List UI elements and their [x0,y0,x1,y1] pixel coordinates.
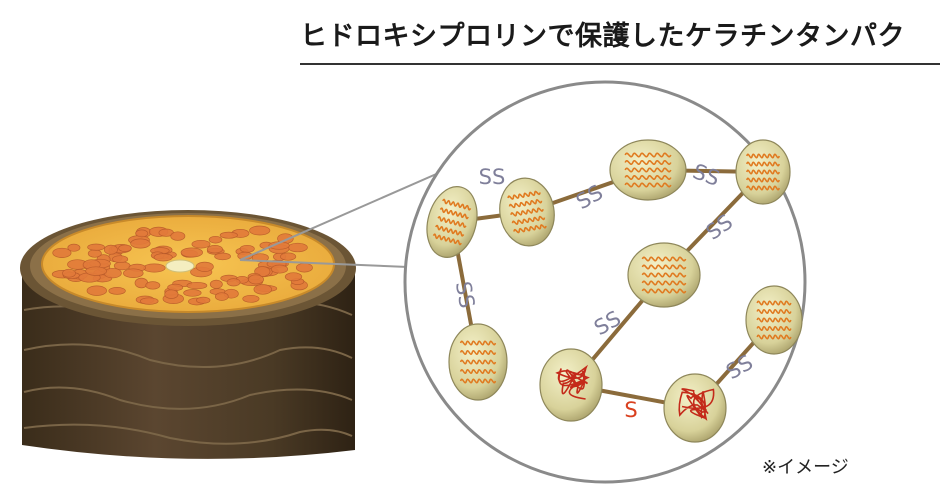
hair-shaft [20,210,356,459]
cortex-cell [170,231,186,241]
helix-bundle-icon [746,153,780,191]
cortex-cell [86,285,107,296]
keratin-protein [539,348,603,422]
cortex-cell [85,266,107,276]
cortex-cell [52,247,72,258]
cortex-cell [214,292,229,301]
cortex-cell [118,244,132,252]
cortex-cell [268,241,290,250]
cortex-cell [87,243,105,251]
zoom-line-lower [239,259,433,269]
cortex-cell [195,261,214,272]
zoom-line-upper [239,160,467,261]
helix-bundle-icon [459,340,497,384]
cuticle-line [23,343,353,369]
cortex-cell [108,287,126,295]
cortex-cell [284,272,303,282]
cortex-cell [153,253,173,262]
cortex-cell [191,239,211,249]
keratin-protein [426,186,478,258]
cortex-cell [180,247,203,258]
tangled-chain-icon [555,364,590,400]
keratin-protein [663,373,727,443]
cortex-cell [214,252,231,261]
hair-medulla [165,259,195,273]
cortex-cell [145,281,161,290]
keratin-protein [745,285,803,355]
cortex-cell [164,289,179,299]
helix-bundle-icon [624,152,672,188]
helix-bundle-icon [507,190,547,234]
cortex-cell [208,235,223,244]
helix-bundle-icon [432,198,472,246]
image-note: ※イメージ [762,457,849,478]
disulfide-bond-label: SS [451,280,479,310]
keratin-protein [609,139,687,201]
cortex-cell [139,297,159,305]
tangled-chain-icon [678,388,715,421]
cortex-cell [242,294,260,303]
diagram-title: ヒドロキシプロリンで保護したケラチンタンパク [300,21,905,52]
cortex-cell [295,262,313,273]
cuticle-line [23,386,353,410]
cortex-cell [219,231,238,239]
cortex-cell [226,278,241,287]
cortex-cell [206,245,223,254]
cortex-cell [87,249,102,258]
keratin-proteins [426,139,803,443]
cuticle-line [23,423,353,445]
helix-bundle-icon [756,300,792,340]
helix-bundle-icon [641,256,687,294]
cortex-cell [186,281,208,290]
cortex-cell [287,242,308,253]
keratin-protein [627,242,701,308]
cortex-cell [280,252,297,261]
cortex-cell [253,284,273,295]
cortex-cell [143,263,166,273]
cortex-cell [183,289,202,297]
cortex-cell [67,243,81,252]
cortex-cell [130,238,151,249]
keratin-protein [735,139,791,205]
single-sulfur-label: S [624,398,637,422]
cortex-cell [113,261,131,271]
cortex-cell [209,279,223,289]
disulfide-bond-label: SS [479,165,506,189]
cortex-cell [239,244,255,253]
title-underline [300,63,940,65]
cortex-cell [270,264,289,274]
keratin-protein [499,177,555,247]
cortex-cell [103,244,118,255]
keratin-protein [448,323,508,401]
cortex-cell [249,225,271,236]
cortex-cell [248,274,264,285]
cortex-cell [112,255,129,264]
cortex-cell [62,268,76,278]
cortex-cell [135,229,149,238]
cortex-cell [196,296,211,304]
cortex-cell [123,268,144,278]
